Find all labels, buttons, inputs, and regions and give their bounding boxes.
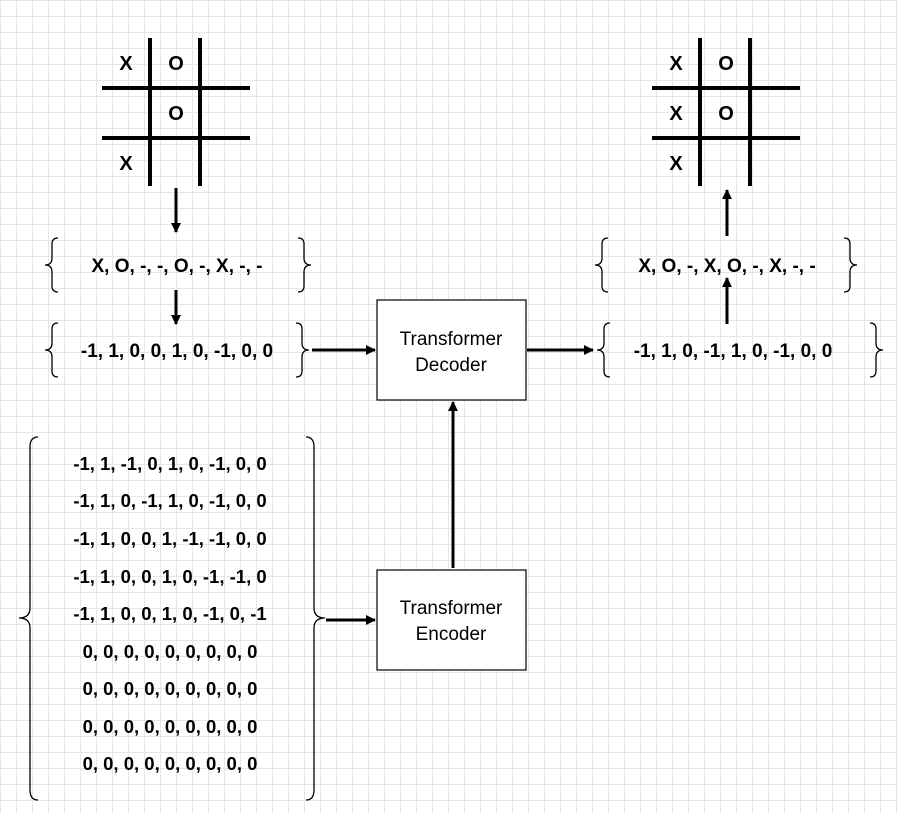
encoder-label-line1: Transformer: [400, 598, 503, 619]
matrix-row: -1, 1, 0, 0, 1, -1, -1, 0, 0: [73, 528, 266, 549]
matrix-row: 0, 0, 0, 0, 0, 0, 0, 0, 0: [83, 641, 258, 662]
output-cell-1-1: O: [718, 103, 734, 125]
input-symbols-right-brace: [297, 237, 312, 293]
output-symbols-left-brace: [594, 237, 609, 293]
output-symbol-sequence: X, O, -, X, O, -, X, -, -: [638, 256, 815, 277]
input-numeric-left-brace: [44, 322, 59, 378]
input-board-cells: X O O X: [119, 53, 183, 175]
encoder-box: Transformer Encoder: [376, 569, 527, 671]
output-symbols-right-brace: [843, 237, 858, 293]
matrix-row: -1, 1, 0, 0, 1, 0, -1, -1, 0: [73, 566, 266, 587]
input-symbols-left-brace: [44, 237, 59, 293]
decoder-box: Transformer Decoder: [376, 299, 527, 401]
output-board-cells: X O X O X: [669, 53, 733, 175]
matrix-row: 0, 0, 0, 0, 0, 0, 0, 0, 0: [83, 678, 258, 699]
matrix-row: 0, 0, 0, 0, 0, 0, 0, 0, 0: [83, 753, 258, 774]
encoder-box-frame: [376, 569, 527, 671]
output-cell-0-0: X: [669, 53, 683, 75]
decoder-box-frame: [376, 299, 527, 401]
input-board: [102, 38, 250, 186]
input-cell-0-0: X: [119, 53, 133, 75]
arrows: [171, 188, 732, 625]
matrix-right-brace: [305, 436, 326, 801]
matrix-row: -1, 1, -1, 0, 1, 0, -1, 0, 0: [73, 453, 266, 474]
input-symbol-sequence: X, O, -, -, O, -, X, -, -: [92, 256, 263, 277]
input-cell-2-0: X: [119, 153, 133, 175]
decoder-label-line2: Decoder: [415, 355, 487, 376]
matrix-row: 0, 0, 0, 0, 0, 0, 0, 0, 0: [83, 716, 258, 737]
input-numeric-right-brace: [295, 322, 310, 378]
encoder-input-matrix: -1, 1, -1, 0, 1, 0, -1, 0, 0 -1, 1, 0, -…: [73, 453, 266, 774]
output-board: [652, 38, 800, 186]
output-cell-1-0: X: [669, 103, 683, 125]
matrix-row: -1, 1, 0, 0, 1, 0, -1, 0, -1: [73, 603, 266, 624]
output-numeric-right-brace: [869, 322, 884, 378]
output-numeric-sequence: -1, 1, 0, -1, 1, 0, -1, 0, 0: [634, 341, 833, 362]
output-cell-2-0: X: [669, 153, 683, 175]
encoder-label-line2: Encoder: [416, 624, 487, 645]
braces: [18, 237, 884, 801]
decoder-label-line1: Transformer: [400, 329, 503, 350]
matrix-row: -1, 1, 0, -1, 1, 0, -1, 0, 0: [73, 490, 266, 511]
input-cell-0-1: O: [168, 53, 184, 75]
matrix-left-brace: [18, 436, 39, 801]
input-numeric-sequence: -1, 1, 0, 0, 1, 0, -1, 0, 0: [81, 341, 273, 362]
input-cell-1-1: O: [168, 103, 184, 125]
output-cell-0-1: O: [718, 53, 734, 75]
output-numeric-left-brace: [596, 322, 611, 378]
